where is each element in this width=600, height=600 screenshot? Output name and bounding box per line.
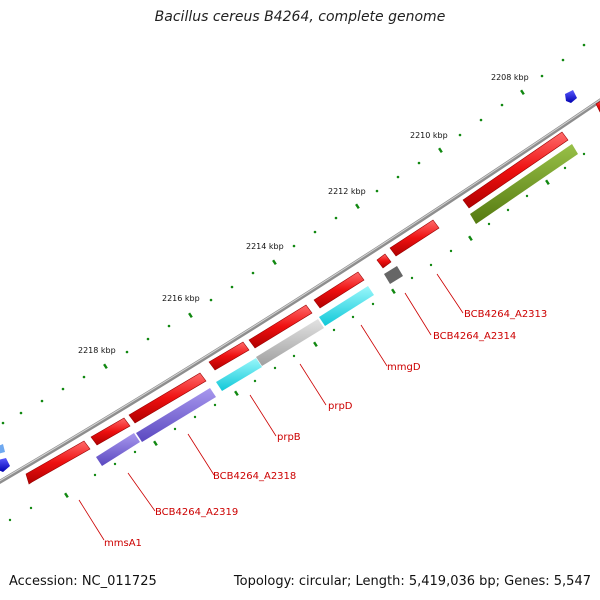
accession-text: Accession: NC_011725 xyxy=(9,574,157,589)
gene-arrow-BCB4264_A2314[interactable] xyxy=(376,253,392,269)
gene-arrow-BCB4264_A2318[interactable] xyxy=(128,372,207,424)
cog-block-purple[interactable] xyxy=(136,388,216,442)
ruler-label: 2218 kbp xyxy=(78,346,116,355)
cog-block-cyan[interactable] xyxy=(216,358,262,391)
ruler-label: 2216 kbp xyxy=(162,294,200,303)
gene-arrow-prpD[interactable] xyxy=(248,304,313,349)
cog-block-cyan[interactable] xyxy=(319,286,374,326)
ruler-label: 2214 kbp xyxy=(246,242,284,251)
ruler-label: 2212 kbp xyxy=(328,187,366,196)
ruler-label: 2210 kbp xyxy=(410,131,448,140)
gene-label-BCB4264_A2314[interactable]: BCB4264_A2314 xyxy=(433,331,516,342)
gene-arrow-lightblue[interactable] xyxy=(0,444,5,454)
gene-arrow-offscreen[interactable] xyxy=(595,99,600,113)
ruler-tick-major xyxy=(272,259,277,266)
cog-block-purple[interactable] xyxy=(96,433,140,466)
gene-arrow-BCB4264_A2313-b[interactable] xyxy=(462,131,569,209)
ruler-minor-dots xyxy=(1,43,586,425)
gene-arrow-blue[interactable] xyxy=(0,458,10,472)
inner-tick-ring xyxy=(8,152,586,522)
genome-summary-text: Topology: circular; Length: 5,419,036 bp… xyxy=(233,574,591,589)
gene-arrow-BCB4264_A2313-a[interactable] xyxy=(389,219,440,257)
ruler-label: 2208 kbp xyxy=(491,73,529,82)
gene-label-BCB4264_A2313[interactable]: BCB4264_A2313 xyxy=(464,309,547,320)
gene-arrow-blue[interactable] xyxy=(565,90,577,103)
map-title: Bacillus cereus B4264, complete genome xyxy=(154,9,446,25)
ruler-tick-major xyxy=(103,363,108,370)
ruler-track xyxy=(1,43,586,425)
ruler-tick-major xyxy=(355,203,360,210)
label-leaders xyxy=(78,273,464,541)
ruler-tick-major xyxy=(438,147,443,154)
gene-arrow-prpB[interactable] xyxy=(208,341,250,371)
gene-label-BCB4264_A2319[interactable]: BCB4264_A2319 xyxy=(155,507,238,518)
gene-label-mmsA1[interactable]: mmsA1 xyxy=(104,538,142,549)
ruler-tick-major xyxy=(520,89,525,96)
cog-block-darkgray[interactable] xyxy=(384,266,403,284)
gene-arrow-BCB4264_A2319[interactable] xyxy=(90,417,131,446)
gene-label-mmgD[interactable]: mmgD xyxy=(387,362,421,373)
cog-track xyxy=(96,144,578,466)
gene-arrow-mmsA1[interactable] xyxy=(25,440,91,485)
gene-label-prpD[interactable]: prpD xyxy=(328,401,353,412)
gene-arrow-mmgD[interactable] xyxy=(313,271,365,309)
genome-backbone xyxy=(0,98,600,484)
gene-label-BCB4264_A2318[interactable]: BCB4264_A2318 xyxy=(213,471,296,482)
ruler-tick-major xyxy=(188,312,193,319)
gene-label-prpB[interactable]: prpB xyxy=(277,432,301,443)
cog-block-olive[interactable] xyxy=(470,144,578,224)
cog-block-gray[interactable] xyxy=(256,319,324,366)
forward-gene-track xyxy=(25,99,600,485)
reverse-gene-track xyxy=(0,90,577,472)
